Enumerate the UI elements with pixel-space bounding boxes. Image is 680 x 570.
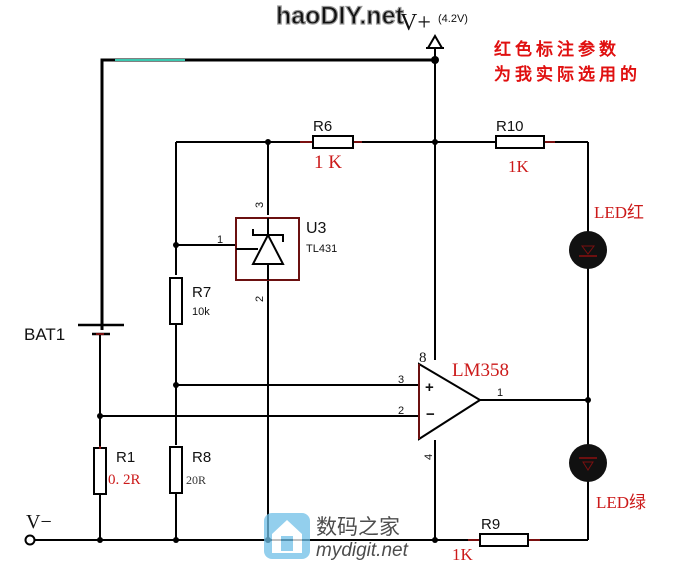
junction-r8-gnd (173, 537, 179, 543)
opamp-lm358 (418, 362, 482, 441)
resistor-r6 (312, 135, 354, 149)
u3-pin1-label: 1 (217, 234, 223, 246)
opamp-pin4-label: 4 (423, 454, 435, 460)
resistor-r10 (495, 135, 545, 149)
junction-opamp-out (585, 397, 591, 403)
opamp-pin8-label: 8 (419, 350, 427, 366)
watermark-top: haoDIY.net (276, 2, 404, 30)
watermark-bottom: 数码之家 mydigit.net (264, 513, 409, 561)
junction-opamp-minus (97, 413, 103, 419)
watermark-bottom-en: mydigit.net (316, 540, 409, 561)
battery-bat1 (78, 323, 124, 336)
junction-r1-gnd (97, 537, 103, 543)
u3-pin2-label: 2 (254, 296, 266, 302)
junction-r6-r10 (432, 139, 438, 145)
vplus-voltage: (4.2V) (438, 13, 468, 25)
vplus-arrow-icon (426, 34, 444, 56)
u3-pin3-label: 3 (254, 202, 266, 208)
resistor-r7 (169, 277, 183, 325)
r6-value: 1 K (314, 152, 342, 173)
junction-opamp-gnd (432, 537, 438, 543)
junction-vplus (431, 56, 439, 64)
junction-u3-ref (173, 242, 179, 248)
opamp-pin2-label: 2 (398, 405, 404, 417)
note-line2: 为我实际选用的 (494, 64, 641, 84)
opamp-part: LM358 (452, 360, 509, 381)
tl431-u3 (235, 217, 300, 281)
r10-ref: R10 (496, 118, 524, 135)
led-green-label: LED绿 (596, 493, 646, 512)
resistor-r8 (169, 446, 183, 494)
junction-opamp-plus (173, 382, 179, 388)
r1-value: 0. 2R (108, 472, 141, 488)
u3-part: TL431 (306, 243, 337, 255)
battery-ref: BAT1 (24, 325, 65, 344)
note-line1: 红色标注参数 (494, 39, 620, 59)
vminus-terminal (24, 534, 36, 546)
vplus-label: V+ (400, 10, 431, 36)
r9-ref: R9 (481, 516, 500, 533)
watermark-bottom-cn: 数码之家 (316, 516, 400, 539)
junction-u3-top (265, 139, 271, 145)
wire-vplus-rail (100, 58, 435, 330)
r6-ref: R6 (313, 118, 332, 135)
led-green (569, 444, 607, 482)
opamp-pin1-label: 1 (497, 387, 503, 399)
r8-ref: R8 (192, 449, 211, 466)
opamp-minus-sign: − (426, 406, 435, 423)
led-red (569, 231, 607, 269)
vminus-label: V− (26, 511, 52, 533)
opamp-plus-sign: + (425, 379, 434, 396)
resistor-r1 (93, 447, 107, 495)
r8-value: 20R (186, 473, 206, 487)
resistor-r9 (479, 533, 529, 547)
r7-value: 10k (192, 306, 210, 318)
led-red-label: LED红 (594, 203, 644, 222)
opamp-pin3-label: 3 (398, 374, 404, 386)
u3-ref: U3 (306, 220, 327, 237)
r9-value: 1K (452, 545, 474, 564)
r7-ref: R7 (192, 284, 211, 301)
r1-ref: R1 (116, 449, 135, 466)
r10-value: 1K (508, 157, 530, 176)
